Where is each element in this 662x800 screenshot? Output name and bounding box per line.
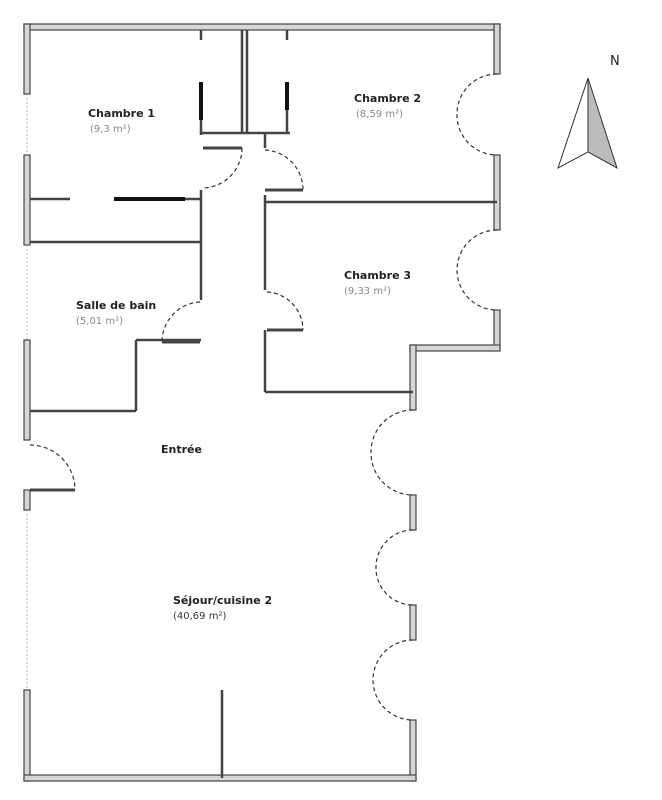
outer-walls	[23, 23, 501, 782]
compass-label: N	[610, 54, 620, 69]
interior-walls	[30, 30, 497, 778]
room-name: Chambre 2	[354, 92, 422, 105]
doors	[29, 73, 498, 721]
room-name: Chambre 1	[88, 107, 156, 120]
room-name: Entrée	[161, 443, 202, 456]
room-area: (40,69 m²)	[173, 611, 227, 622]
room-name: Chambre 3	[344, 269, 412, 282]
room-area: (9,3 m²)	[90, 124, 131, 135]
north-arrow-icon	[557, 77, 618, 170]
room-name: Salle de bain	[76, 299, 157, 312]
room-name: Séjour/cuisine 2	[173, 594, 273, 607]
room-area: (9,33 m²)	[344, 286, 391, 297]
room-area: (8,59 m²)	[356, 109, 403, 120]
room-area: (5,01 m²)	[76, 316, 123, 327]
